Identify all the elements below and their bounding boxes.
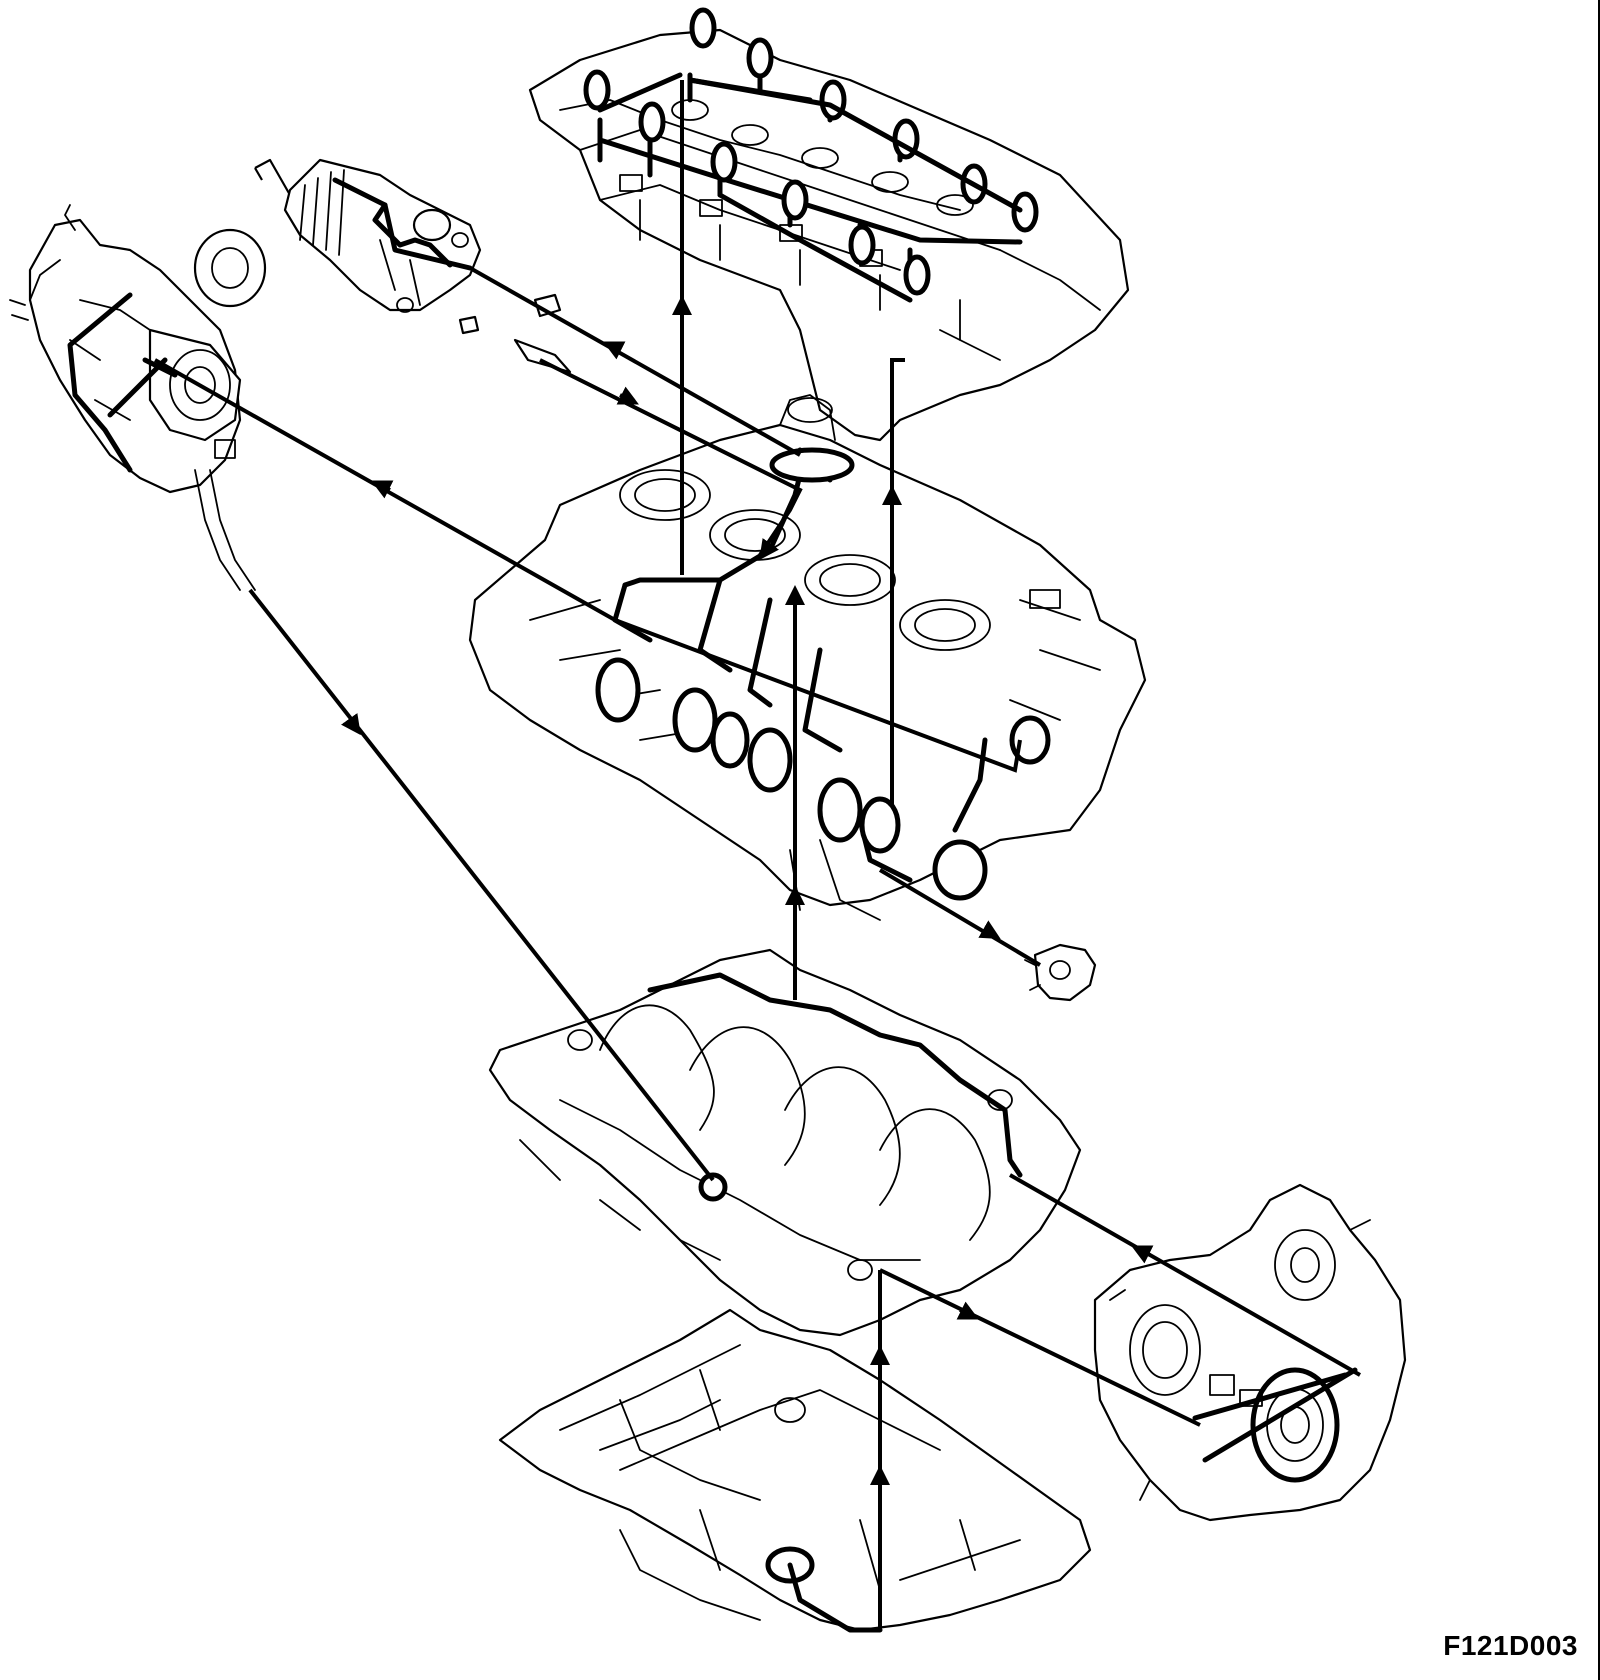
head-seal-3 bbox=[583, 69, 611, 111]
block-seal-5 bbox=[817, 777, 863, 843]
oil-pan-pickup bbox=[765, 1546, 883, 1633]
block-seal-8 bbox=[932, 839, 988, 901]
block-seal-top bbox=[769, 447, 855, 483]
flow-block-to-head-right bbox=[890, 358, 905, 805]
timing-cover bbox=[1093, 1183, 1407, 1522]
flow-block-to-sensor bbox=[878, 868, 1042, 967]
flow-crankcase-to-timing bbox=[879, 1268, 1201, 1427]
flow-timing-to-crankcase bbox=[1009, 1173, 1361, 1377]
head-seal-6 bbox=[710, 141, 738, 183]
oil-cooler-fittings bbox=[458, 293, 572, 374]
head-seal-1 bbox=[689, 7, 717, 49]
oil-flow-lines bbox=[154, 80, 1361, 1630]
block-seal-2 bbox=[672, 687, 718, 753]
block-seal-1 bbox=[595, 657, 641, 723]
turbo-oil-path bbox=[67, 292, 178, 473]
turbocharger bbox=[9, 204, 267, 591]
flow-turbo-return bbox=[248, 588, 715, 1182]
oil-pressure-sensor bbox=[1024, 943, 1097, 1002]
frame-border-right bbox=[1598, 0, 1600, 1680]
oil-cooler-path bbox=[332, 177, 473, 271]
block-seal-7 bbox=[1009, 715, 1051, 765]
head-seal-11 bbox=[1011, 191, 1039, 233]
head-seal-2 bbox=[746, 37, 774, 79]
head-seal-4 bbox=[638, 101, 666, 143]
flow-block-to-turbo bbox=[154, 358, 616, 622]
head-seal-8 bbox=[781, 179, 809, 221]
crankcase-seal bbox=[698, 1172, 728, 1202]
timing-cover-oil-path bbox=[1192, 1367, 1358, 1463]
head-seal-12 bbox=[903, 254, 931, 296]
block-oil-gallery bbox=[595, 447, 1051, 901]
flow-block-main-gallery bbox=[614, 618, 1022, 773]
block-seal-6 bbox=[859, 796, 901, 854]
block-seal-4 bbox=[747, 727, 793, 793]
figure-code: F121D003 bbox=[1443, 1630, 1578, 1661]
head-seal-10 bbox=[848, 224, 876, 266]
oil-pan bbox=[498, 1308, 1092, 1632]
crankcase-lower bbox=[488, 948, 1082, 1337]
head-oil-gallery bbox=[583, 7, 1039, 303]
oil-cooler bbox=[254, 158, 482, 313]
flow-cooler-to-block bbox=[469, 266, 801, 457]
block-seal-3 bbox=[710, 711, 750, 769]
crankcase-oil-gallery bbox=[647, 972, 1023, 1202]
flow-cooler-return bbox=[539, 358, 803, 557]
